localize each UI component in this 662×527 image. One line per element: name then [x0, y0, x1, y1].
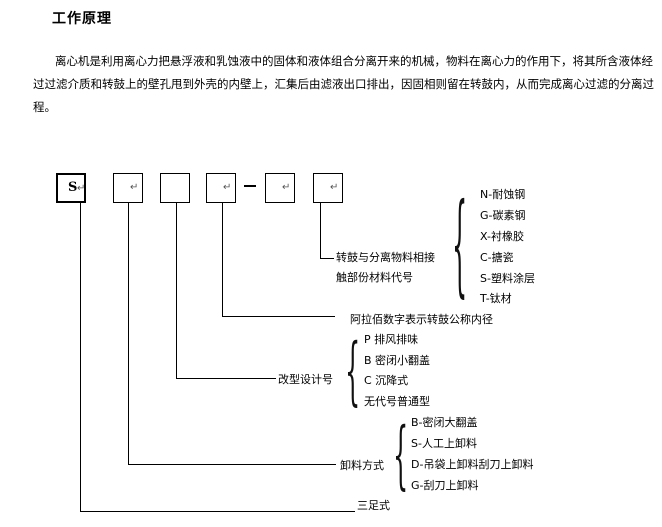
discharge-option: G-刮刀上卸料 — [411, 479, 479, 492]
connector-base-vertical — [80, 203, 81, 512]
code-box-2: ↵ — [113, 173, 143, 203]
diameter-label: 阿拉佰数字表示转鼓公称内径 — [350, 313, 493, 326]
discharge-option: D-吊袋上卸料刮刀上卸料 — [411, 458, 534, 471]
connector-design-horizontal — [176, 378, 276, 379]
connector-material-vertical — [320, 203, 321, 259]
code-box-1-letter: S — [68, 180, 78, 195]
code-box-6: ↵ — [313, 173, 343, 203]
design-brace-icon: { — [345, 327, 361, 415]
connector-material-horizontal — [320, 258, 334, 259]
material-option: T-钛材 — [480, 292, 512, 305]
discharge-brace-icon: { — [393, 411, 409, 499]
material-label-line1: 转鼓与分离物料相接 — [336, 251, 435, 264]
page-heading: 工作原理 — [52, 11, 112, 27]
material-option: S-塑料涂层 — [480, 272, 535, 285]
design-option: 无代号普通型 — [364, 395, 430, 408]
material-brace-icon: { — [452, 180, 468, 310]
code-box-3 — [160, 173, 190, 203]
material-label-line2: 触部份材料代号 — [336, 271, 413, 284]
code-box-4: ↵ — [206, 173, 236, 203]
code-dash — [244, 185, 256, 187]
code-box-1: S ↵ — [56, 173, 86, 203]
connector-base-horizontal — [80, 511, 355, 512]
design-option: B 密闭小翻盖 — [364, 354, 431, 367]
material-option: X-衬橡胶 — [480, 230, 524, 243]
material-option: N-耐蚀钢 — [480, 188, 526, 201]
connector-diameter-horizontal — [222, 316, 335, 317]
return-mark-icon: ↵ — [223, 182, 232, 193]
discharge-label: 卸料方式 — [340, 459, 384, 472]
return-mark-icon: ↵ — [130, 182, 139, 193]
return-mark-icon: ↵ — [282, 182, 291, 193]
connector-diameter-vertical — [222, 203, 223, 317]
material-option: G-碳素钢 — [480, 209, 526, 222]
return-mark-icon: ↵ — [77, 183, 86, 194]
intro-paragraph: 离心机是利用离心力把悬浮液和乳蚀液中的固体和液体组合分离开来的机械，物料在离心力… — [33, 50, 659, 119]
code-box-5: ↵ — [265, 173, 295, 203]
connector-design-vertical — [176, 203, 177, 379]
design-label: 改型设计号 — [278, 373, 333, 386]
discharge-option: S-人工上卸料 — [411, 437, 477, 450]
intro-paragraph-text: 离心机是利用离心力把悬浮液和乳蚀液中的固体和液体组合分离开来的机械，物料在离心力… — [33, 54, 654, 114]
material-option: C-搪瓷 — [480, 251, 514, 264]
discharge-option: B-密闭大翻盖 — [411, 416, 478, 429]
design-option: C 沉降式 — [364, 374, 409, 387]
design-option: P 排风排味 — [364, 333, 419, 346]
base-label: 三足式 — [357, 499, 390, 512]
connector-discharge-horizontal — [128, 464, 336, 465]
return-mark-icon: ↵ — [330, 182, 339, 193]
connector-discharge-vertical — [128, 203, 129, 465]
